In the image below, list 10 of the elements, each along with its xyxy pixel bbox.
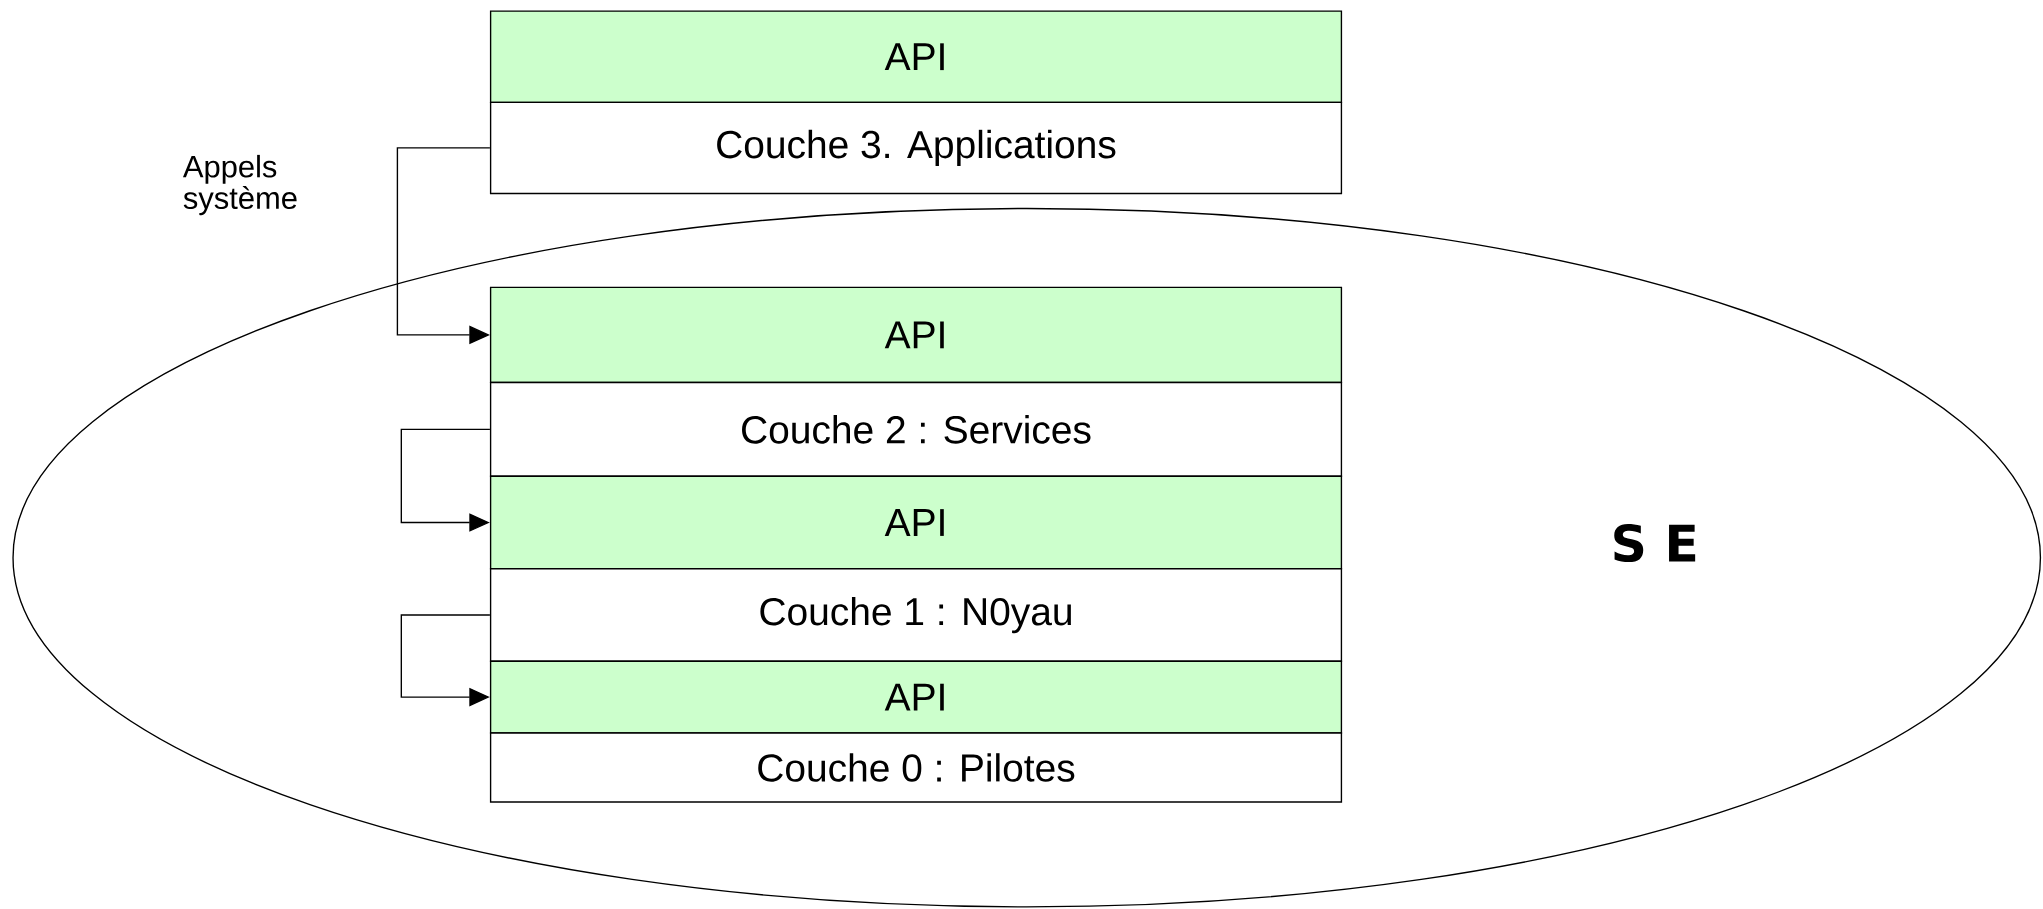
- layer-box: Couche 2 : Services: [489, 381, 1343, 477]
- api-layer-box: API: [489, 286, 1343, 383]
- api-layer-box: API: [489, 475, 1343, 570]
- api-layer-box: API: [489, 660, 1343, 734]
- api-layer-box: API: [489, 10, 1343, 103]
- connector-arrow: [400, 428, 491, 532]
- layer-box: Couche 1 : N0yau: [489, 567, 1343, 662]
- layer-box: Couche 3. Applications: [489, 101, 1343, 194]
- layer-box: Couche 0 : Pilotes: [489, 732, 1343, 803]
- connector-arrow: [396, 147, 491, 344]
